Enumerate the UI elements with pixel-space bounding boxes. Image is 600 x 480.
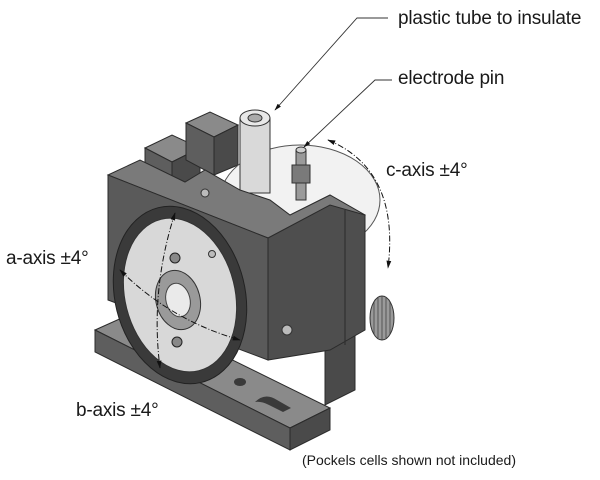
base-slot [255, 396, 291, 412]
tube-callout-label: plastic tube to insulate [398, 8, 582, 29]
pin-callout-label: electrode pin [398, 68, 505, 89]
electrode-pin [291, 146, 311, 201]
b-axis-arrow [156, 212, 176, 369]
disc-screw-side [208, 250, 216, 258]
footnote: (Pockels cells shown not included) [302, 452, 516, 468]
b-axis-label: b-axis ±4° [76, 400, 159, 421]
axis-arrows [119, 139, 392, 369]
c-axis-arrow [327, 139, 392, 269]
top-screw [200, 188, 210, 198]
disc-screw-top [169, 252, 181, 264]
adjust-knob [369, 295, 395, 341]
tube-leader [274, 17, 388, 111]
callout-lines [274, 17, 392, 148]
rear-blocks [143, 111, 240, 196]
plastic-tube [239, 109, 271, 194]
base-hole [234, 378, 246, 386]
pin-leader [303, 79, 392, 148]
a-axis-label: a-axis ±4° [6, 248, 89, 269]
c-axis-label: c-axis ±4° [386, 160, 468, 181]
side-screw [281, 324, 293, 336]
disc-screw-bottom [171, 336, 183, 348]
